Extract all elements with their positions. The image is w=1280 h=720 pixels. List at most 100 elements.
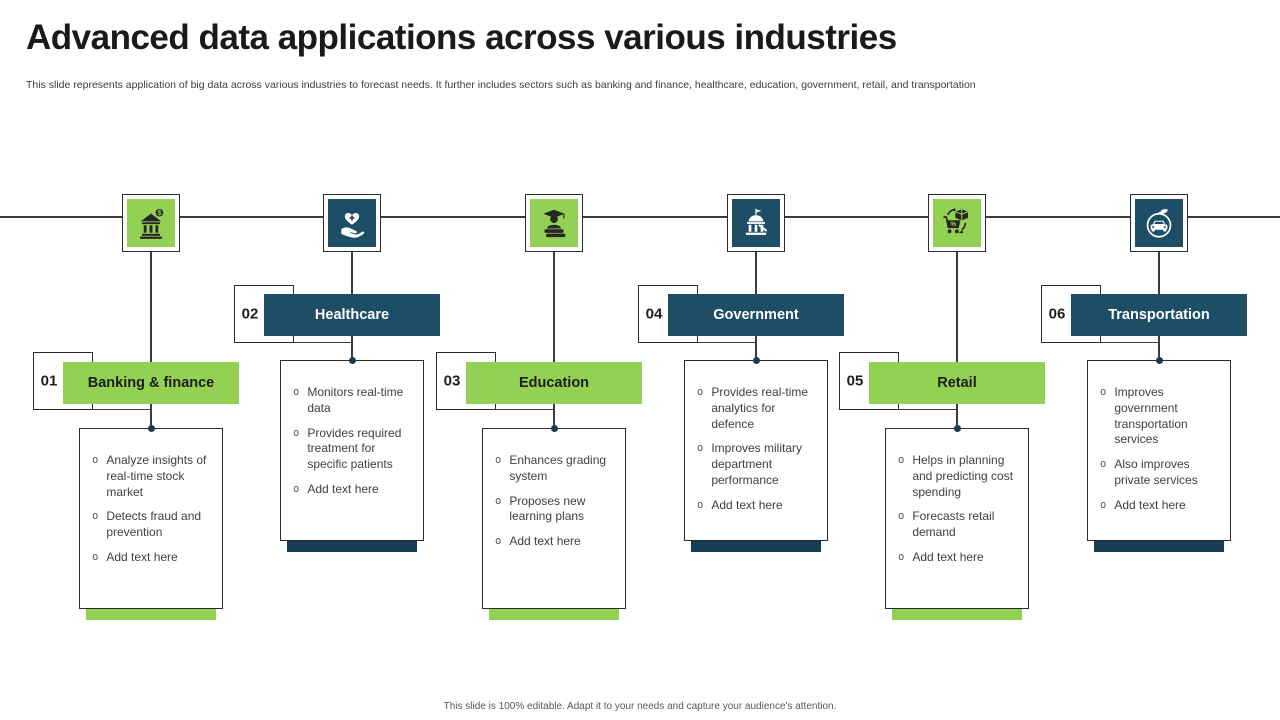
page-title: Advanced data applications across variou… <box>26 18 897 57</box>
industry-label: Banking & finance <box>63 362 239 404</box>
industry-number: 02 <box>241 305 259 323</box>
timeline-line <box>0 216 1280 218</box>
icon-tile: $ <box>127 199 175 247</box>
industry-number: 04 <box>645 305 663 323</box>
eco-car-icon <box>1130 194 1188 252</box>
connector-line <box>351 336 353 361</box>
accent-bar <box>1094 541 1224 552</box>
bullet-item: o Improves military department performan… <box>697 441 819 488</box>
bullet-item: o Detects fraud and prevention <box>92 509 214 541</box>
hand-heart-icon <box>323 194 381 252</box>
bullet-text: Detects fraud and prevention <box>106 509 202 540</box>
graduate-books-icon <box>525 194 583 252</box>
capitol-building-icon <box>727 194 785 252</box>
bullet-marker: o <box>898 454 905 466</box>
connector-line <box>956 404 958 429</box>
connector-line <box>1158 336 1160 361</box>
bullet-marker: o <box>1100 458 1107 471</box>
accent-bar <box>489 609 619 620</box>
bullet-marker: o <box>293 483 300 496</box>
bullet-text: Helps in planning and predicting cost sp… <box>912 453 1014 499</box>
connector-line <box>553 252 555 362</box>
bullet-item: o Enhances grading system <box>495 453 617 485</box>
industry-details-box: o Helps in planning and predicting cost … <box>885 428 1029 609</box>
bullet-marker: o <box>92 510 99 523</box>
icon-tile: % <box>933 199 981 247</box>
bullet-text: Proposes new learning plans <box>509 493 586 524</box>
bullet-item: o Also improves private services <box>1100 457 1222 489</box>
bullet-text: Add text here <box>509 534 581 549</box>
bullet-item: o Improves government transportation ser… <box>1100 385 1222 448</box>
industry-number: 06 <box>1048 305 1066 323</box>
industry-number: 01 <box>40 372 58 390</box>
bullet-text: Forecasts retail demand <box>912 509 995 540</box>
bullet-marker: o <box>293 426 300 439</box>
bullet-item: o Monitors real-time data <box>293 385 415 417</box>
eco-car-icon <box>1146 209 1172 238</box>
industry-details-box: o Analyze insights of real-time stock ma… <box>79 428 223 609</box>
connector-line <box>150 404 152 429</box>
bullet-marker: o <box>697 498 704 511</box>
cart-box-arrows-icon: % <box>943 207 969 234</box>
bullet-marker: o <box>1100 498 1107 511</box>
bullet-marker: o <box>495 535 502 548</box>
bank-coin-icon: $ <box>122 194 180 252</box>
icon-tile <box>732 199 780 247</box>
industry-label-text: Banking & finance <box>87 374 215 391</box>
bullet-item: o Provides required treatment for specif… <box>293 426 415 473</box>
bullet-marker: o <box>1100 386 1107 398</box>
connector-dot <box>550 424 558 432</box>
bullet-marker: o <box>495 454 502 466</box>
connector-line <box>755 336 757 361</box>
connector-line <box>351 252 353 294</box>
accent-bar <box>691 541 821 552</box>
capitol-building-icon <box>745 208 767 235</box>
industry-label-text: Government <box>713 306 799 323</box>
connector-dot <box>1155 356 1163 364</box>
bullet-text: Monitors real-time data <box>307 385 404 415</box>
bullet-text: Add text here <box>711 497 783 512</box>
bullet-item: o Add text here <box>898 550 1020 566</box>
industry-label-text: Healthcare <box>314 306 390 323</box>
industry-details-box: o Provides real-time analytics for defen… <box>684 360 828 541</box>
industry-details-box: o Improves government transportation ser… <box>1087 360 1231 541</box>
icon-tile <box>530 199 578 247</box>
connector-line <box>755 252 757 294</box>
svg-text:%: % <box>950 221 956 228</box>
hand-heart-icon <box>341 212 365 238</box>
bullet-marker: o <box>898 510 905 523</box>
industry-label: Government <box>668 294 844 336</box>
industry-details-box: o Monitors real-time data o Provides req… <box>280 360 424 541</box>
connector-dot <box>147 424 155 432</box>
bullet-text: Provides real-time analytics for defence <box>711 385 809 431</box>
connector-line <box>150 252 152 362</box>
bullet-text: Enhances grading system <box>509 453 607 483</box>
icon-tile <box>1135 199 1183 247</box>
bullet-text: Add text here <box>912 550 984 565</box>
bullet-item: o Add text here <box>495 534 617 550</box>
industry-number: 05 <box>846 372 864 390</box>
icon-tile <box>328 199 376 247</box>
industry-number: 03 <box>443 372 461 390</box>
industry-label-text: Education <box>518 374 590 391</box>
bullet-marker: o <box>293 386 300 398</box>
bullet-marker: o <box>898 551 905 564</box>
connector-dot <box>752 356 760 364</box>
connector-line <box>956 252 958 362</box>
bullet-marker: o <box>697 386 704 398</box>
bullet-text: Add text here <box>106 550 178 565</box>
slide-subtitle: This slide represents application of big… <box>26 79 976 91</box>
accent-bar <box>287 541 417 552</box>
cart-box-arrows-icon: % <box>928 194 986 252</box>
bullet-marker: o <box>92 454 99 466</box>
bullet-text: Provides required treatment for specific… <box>307 425 402 472</box>
bullet-item: o Analyze insights of real-time stock ma… <box>92 453 214 500</box>
bullet-marker: o <box>697 442 704 455</box>
industry-label: Healthcare <box>264 294 440 336</box>
bullet-text: Improves government transportation servi… <box>1114 385 1188 447</box>
connector-dot <box>348 356 356 364</box>
accent-bar <box>86 609 216 620</box>
bullet-item: o Forecasts retail demand <box>898 509 1020 541</box>
bullet-marker: o <box>495 494 502 507</box>
